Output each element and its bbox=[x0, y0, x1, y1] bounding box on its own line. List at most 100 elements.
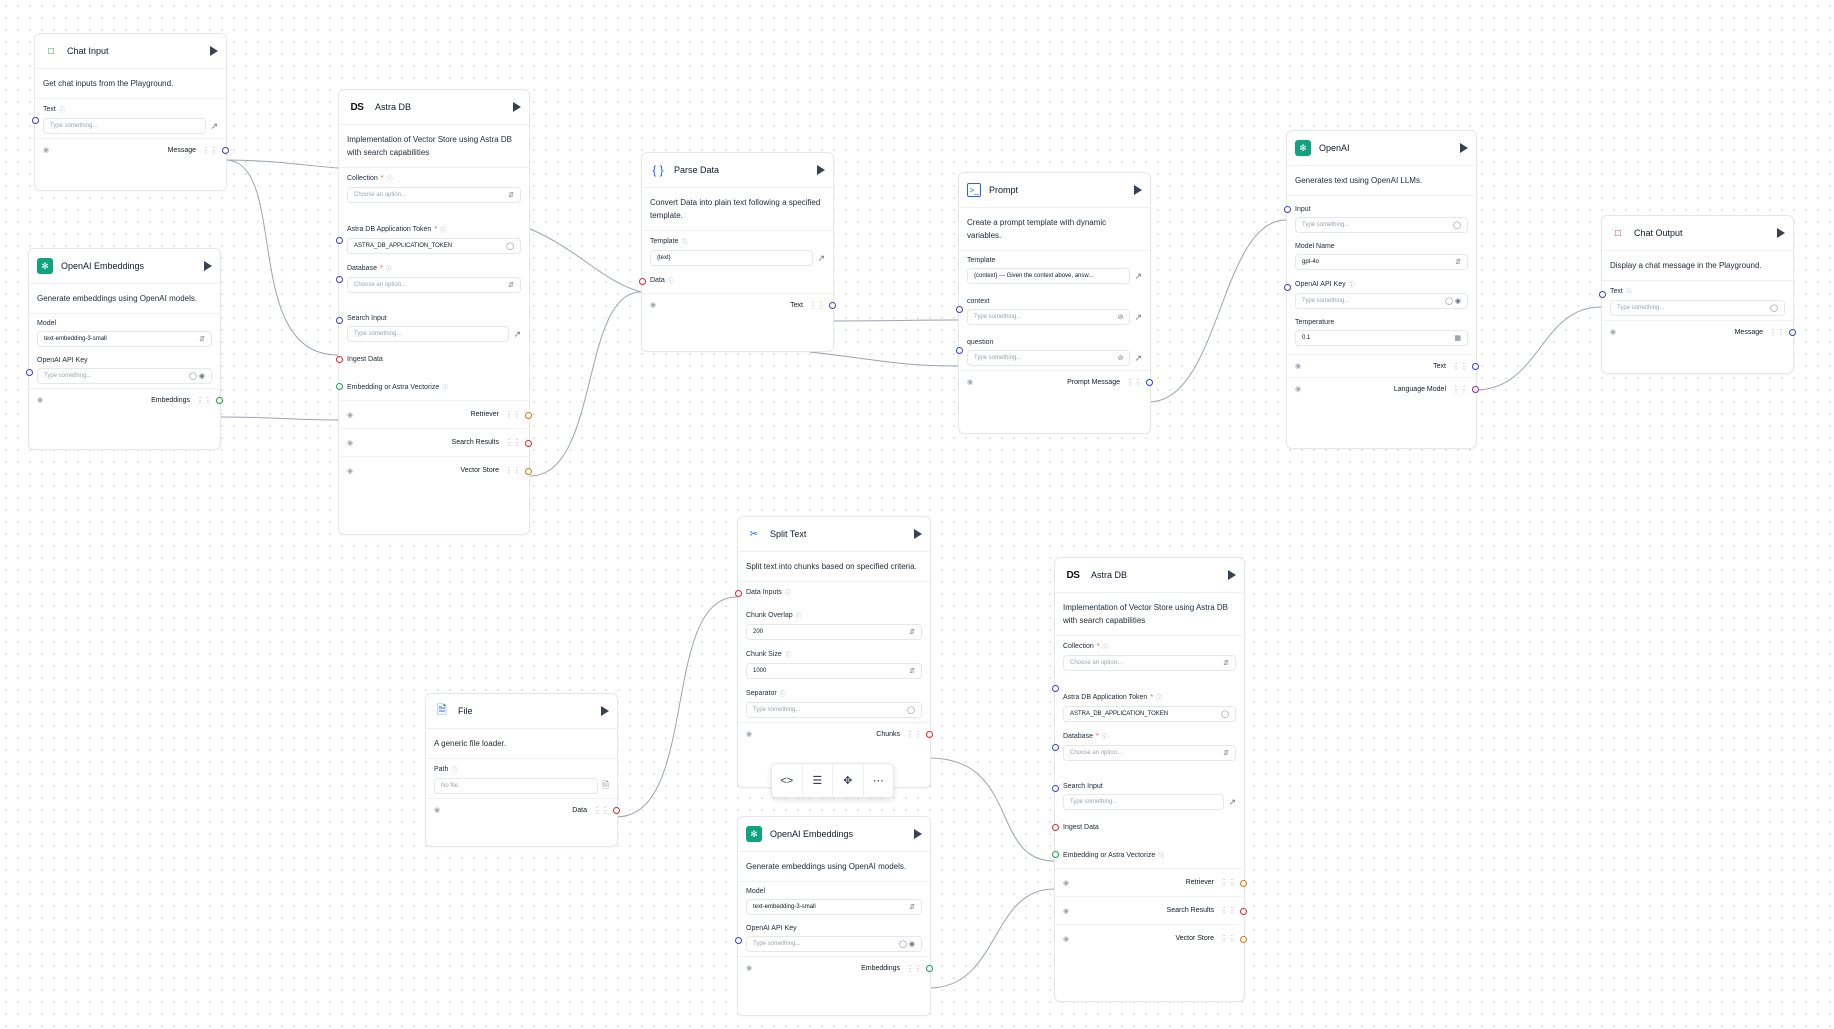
path-input[interactable]: No file bbox=[434, 778, 598, 794]
chunk-size-input[interactable]: 1000⇵ bbox=[746, 663, 922, 679]
grid-icon[interactable]: ⋮⋮ bbox=[505, 438, 521, 447]
api-key-handle[interactable] bbox=[735, 937, 742, 944]
eye-icon[interactable]: ◉ bbox=[650, 302, 657, 309]
globe-eye-icon[interactable]: ◯ ◉ bbox=[899, 941, 915, 948]
eye-icon[interactable]: ◉ bbox=[1610, 329, 1617, 336]
api-key-input[interactable]: Type something...◯ ◉ bbox=[37, 368, 212, 384]
grid-icon[interactable]: ⋮⋮ bbox=[1126, 377, 1142, 387]
message-output-handle[interactable] bbox=[1789, 329, 1796, 336]
vector-store-handle[interactable] bbox=[1240, 936, 1247, 943]
freeze-icon[interactable]: ✥ bbox=[833, 764, 864, 797]
collection-select[interactable]: Choose an option...⇵ bbox=[1063, 655, 1236, 671]
message-output-handle[interactable] bbox=[222, 147, 229, 154]
globe-icon[interactable]: ◯ bbox=[1221, 711, 1229, 718]
globe-icon[interactable]: ◯ bbox=[1770, 305, 1778, 312]
grid-icon[interactable]: ⋮⋮ bbox=[202, 145, 218, 155]
astra-db-node[interactable]: DS Astra DB Implementation of Vector Sto… bbox=[336, 89, 532, 535]
template-input[interactable]: {text} bbox=[650, 250, 814, 266]
parse-data-node[interactable]: { } Parse Data Convert Data into plain t… bbox=[639, 152, 836, 352]
grid-icon[interactable]: ⋮⋮ bbox=[1220, 906, 1236, 915]
eye-icon[interactable]: ◉ bbox=[434, 807, 441, 814]
chunks-output-handle[interactable] bbox=[926, 731, 933, 738]
vector-store-handle[interactable] bbox=[525, 468, 532, 475]
text-input[interactable]: Type something... bbox=[43, 118, 207, 134]
globe-eye-icon[interactable]: ◯ ◉ bbox=[189, 373, 205, 380]
eye-icon[interactable]: ◉ bbox=[1063, 879, 1070, 887]
separator-input[interactable]: Type something...◯ bbox=[746, 702, 922, 718]
search-input[interactable]: Type something... bbox=[1063, 794, 1225, 810]
collection-select[interactable]: Choose an option...⇵ bbox=[347, 187, 521, 203]
run-button[interactable] bbox=[1777, 228, 1785, 238]
grid-icon[interactable]: ⋮⋮ bbox=[1452, 384, 1468, 394]
globe-eye-icon[interactable]: ◯ ◉ bbox=[1445, 298, 1461, 305]
input-handle[interactable] bbox=[1284, 206, 1291, 213]
eye-icon[interactable]: ◉ bbox=[1063, 907, 1070, 915]
external-link-icon[interactable]: ↗ bbox=[1134, 311, 1142, 322]
chunk-overlap-input[interactable]: 200⇵ bbox=[746, 624, 922, 640]
chat-input-node[interactable]: □ Chat Input Get chat inputs from the Pl… bbox=[32, 33, 229, 191]
text-output-handle[interactable] bbox=[829, 302, 836, 309]
data-input-handle[interactable] bbox=[639, 278, 646, 285]
run-button[interactable] bbox=[1228, 570, 1236, 580]
embedding-handle[interactable] bbox=[336, 383, 343, 390]
retriever-handle[interactable] bbox=[1240, 880, 1247, 887]
globe-icon[interactable]: ◯ bbox=[506, 243, 514, 250]
more-icon[interactable]: ⋯ bbox=[872, 775, 884, 787]
temperature-input[interactable]: 0.1▦ bbox=[1295, 330, 1468, 346]
grid-icon[interactable]: ⋮⋮ bbox=[1220, 878, 1236, 887]
grid-icon[interactable]: ⋮⋮ bbox=[1769, 327, 1785, 337]
api-key-handle[interactable] bbox=[26, 369, 33, 376]
grid-icon[interactable]: ⋮⋮ bbox=[505, 410, 521, 419]
external-link-icon[interactable]: ↗ bbox=[1134, 270, 1142, 281]
database-select[interactable]: Choose an option...⇵ bbox=[347, 277, 521, 293]
embeddings-output-handle[interactable] bbox=[216, 397, 223, 404]
openai-embeddings-node[interactable]: ✻ OpenAI Embeddings Generate embeddings … bbox=[735, 816, 933, 1016]
eye-icon[interactable]: ◉ bbox=[1063, 935, 1070, 943]
globe-icon[interactable]: ◯ bbox=[1453, 222, 1461, 229]
eye-icon[interactable]: ◉ bbox=[347, 439, 354, 447]
database-handle[interactable] bbox=[336, 276, 343, 283]
file-upload-icon[interactable]: 🗎 bbox=[601, 780, 609, 790]
sliders-icon[interactable]: ☰ bbox=[803, 764, 833, 797]
search-input-handle[interactable] bbox=[336, 317, 343, 324]
stepper-icon[interactable]: ⇵ bbox=[909, 668, 915, 675]
eye-icon[interactable]: ◉ bbox=[37, 397, 44, 404]
run-button[interactable] bbox=[210, 46, 218, 56]
run-button[interactable] bbox=[1134, 185, 1142, 195]
database-handle[interactable] bbox=[1052, 744, 1059, 751]
template-input[interactable]: {context} --- Given the context above, a… bbox=[967, 268, 1131, 284]
embedding-handle[interactable] bbox=[1052, 851, 1059, 858]
ingest-handle[interactable] bbox=[336, 356, 343, 363]
code-icon[interactable]: <> bbox=[772, 764, 803, 797]
grid-icon[interactable]: ⋮⋮ bbox=[196, 395, 212, 405]
openai-node[interactable]: ✻ OpenAI Generates text using OpenAI LLM… bbox=[1284, 130, 1479, 449]
input-text[interactable]: Type something...◯ bbox=[1295, 217, 1468, 233]
text-input[interactable]: Type something...◯ bbox=[1610, 300, 1785, 316]
eye-icon[interactable]: ◉ bbox=[347, 467, 354, 475]
eye-icon[interactable]: ◉ bbox=[967, 379, 974, 386]
api-key-input[interactable]: Type something...◯ ◉ bbox=[1295, 293, 1468, 309]
openai-embeddings-node[interactable]: ✻ OpenAI Embeddings Generate embeddings … bbox=[26, 248, 223, 450]
run-button[interactable] bbox=[914, 529, 922, 539]
run-button[interactable] bbox=[914, 829, 922, 839]
question-input[interactable]: Type something...⊘ bbox=[967, 350, 1131, 366]
token-handle[interactable] bbox=[1052, 685, 1059, 692]
chat-output-node[interactable]: □ Chat Output Display a chat message in … bbox=[1599, 215, 1796, 374]
eye-icon[interactable]: ◉ bbox=[746, 965, 753, 972]
token-input[interactable]: ASTRA_DB_APPLICATION_TOKEN◯ bbox=[1063, 706, 1236, 722]
token-handle[interactable] bbox=[336, 237, 343, 244]
text-output-handle[interactable] bbox=[1472, 363, 1479, 370]
eye-off-icon[interactable]: ⊘ bbox=[1117, 355, 1124, 362]
grid-icon[interactable]: ⋮⋮ bbox=[1452, 361, 1468, 371]
api-key-input[interactable]: Type something...◯ ◉ bbox=[746, 936, 922, 952]
question-handle[interactable] bbox=[956, 347, 963, 354]
external-link-icon[interactable]: ↗ bbox=[1228, 796, 1236, 807]
eye-icon[interactable]: ◉ bbox=[347, 411, 354, 419]
api-key-handle[interactable] bbox=[1284, 284, 1291, 291]
eye-icon[interactable]: ◉ bbox=[1295, 363, 1302, 370]
run-button[interactable] bbox=[513, 102, 521, 112]
run-button[interactable] bbox=[204, 261, 212, 271]
grid-icon[interactable]: ⋮⋮ bbox=[593, 805, 609, 815]
run-button[interactable] bbox=[1460, 143, 1468, 153]
search-results-handle[interactable] bbox=[525, 440, 532, 447]
